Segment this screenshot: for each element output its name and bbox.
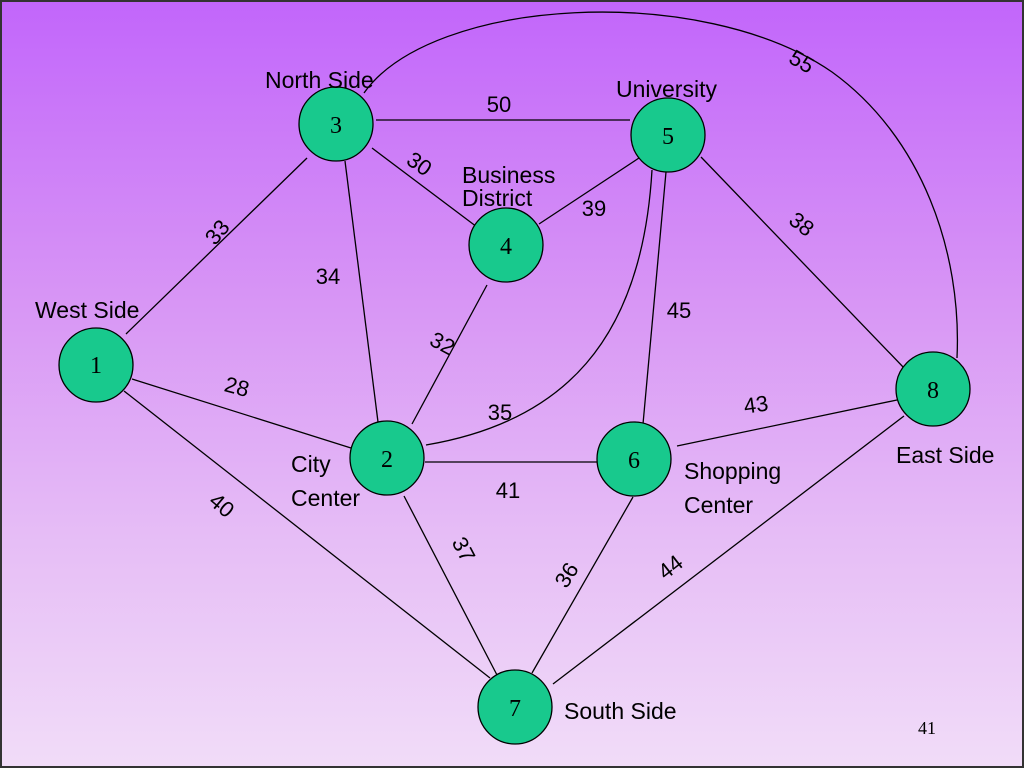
- edge-1-3: [125, 157, 308, 335]
- edge-6-7: [531, 496, 634, 674]
- node-8: 8: [895, 351, 971, 427]
- edge-3-8: [363, 11, 959, 359]
- edge-5-8: [700, 156, 906, 370]
- edge-2-3: [344, 160, 379, 423]
- weight-3-5: 50: [487, 92, 511, 117]
- edge-2-4: [411, 284, 488, 425]
- edge-6-8: [676, 399, 898, 447]
- weight-3-8: 55: [785, 45, 819, 79]
- page-number: 41: [918, 718, 936, 738]
- edge-1-7: [123, 390, 491, 679]
- weight-4-5: 39: [582, 196, 606, 221]
- label-south-side: South Side: [564, 698, 677, 724]
- weight-2-3: 34: [316, 264, 340, 289]
- edge-2-5: [425, 169, 653, 446]
- weight-1-3: 33: [200, 215, 235, 250]
- node-4-circle: [468, 207, 544, 283]
- node-8-number: 8: [927, 378, 939, 404]
- node-1-circle: [58, 327, 134, 403]
- edge-1-2: [131, 378, 352, 449]
- node-6-number: 6: [628, 448, 640, 474]
- edge-4-5: [538, 157, 640, 225]
- node-5: 5: [630, 97, 706, 173]
- edge-3-4: [371, 147, 478, 228]
- edges-layer: [123, 11, 959, 685]
- weight-7-8: 44: [653, 550, 688, 585]
- node-3: 3: [298, 86, 374, 162]
- node-7-number: 7: [509, 696, 521, 722]
- place-labels-layer: West Side North Side University East Sid…: [35, 67, 994, 724]
- edge-7-8: [552, 415, 905, 685]
- weight-6-8: 43: [742, 390, 770, 418]
- node-8-circle: [895, 351, 971, 427]
- weight-2-5: 35: [488, 400, 512, 425]
- edge-2-7: [403, 495, 498, 676]
- node-6: 6: [596, 421, 672, 497]
- nodes-layer: 1 2 3 4 5 6 7 8: [58, 86, 971, 745]
- node-4: 4: [468, 207, 544, 283]
- weight-2-7: 37: [447, 533, 481, 566]
- label-university: University: [616, 76, 717, 102]
- node-2: 2: [349, 420, 425, 496]
- node-7: 7: [477, 669, 553, 745]
- node-4-number: 4: [500, 234, 512, 260]
- weight-2-6: 41: [496, 478, 520, 503]
- weight-5-6: 45: [667, 298, 691, 323]
- label-east-side: East Side: [896, 442, 994, 468]
- weight-6-7: 36: [550, 558, 584, 592]
- node-2-circle: [349, 420, 425, 496]
- edge-5-6: [642, 171, 667, 425]
- node-1: 1: [58, 327, 134, 403]
- node-6-circle: [596, 421, 672, 497]
- label-west-side: West Side: [35, 297, 139, 323]
- weight-3-4: 30: [402, 147, 436, 182]
- node-3-circle: [298, 86, 374, 162]
- node-1-number: 1: [90, 353, 102, 379]
- weight-1-7: 40: [204, 488, 239, 523]
- node-5-number: 5: [662, 124, 674, 150]
- weight-2-4: 32: [426, 327, 459, 361]
- node-3-number: 3: [330, 113, 342, 139]
- node-7-circle: [477, 669, 553, 745]
- node-5-circle: [630, 97, 706, 173]
- label-north-side: North Side: [265, 67, 374, 93]
- weight-1-2: 28: [222, 372, 252, 402]
- node-2-number: 2: [381, 447, 393, 473]
- weight-5-8: 38: [784, 207, 819, 242]
